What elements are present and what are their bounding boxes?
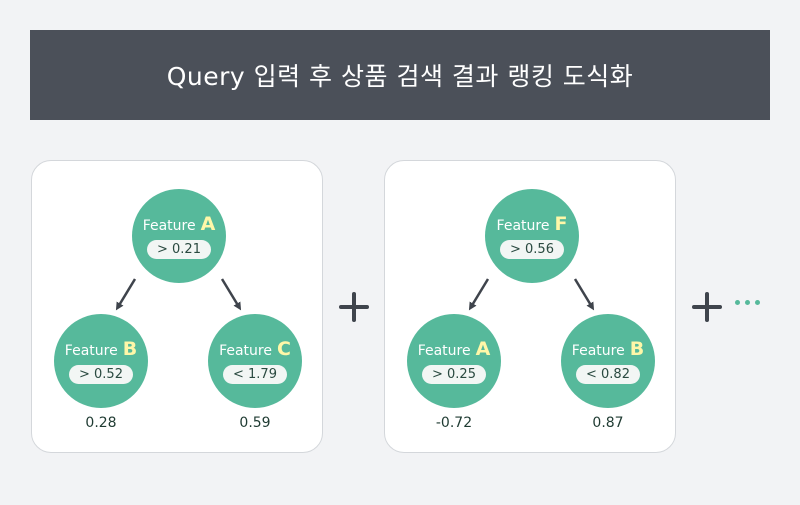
node-feature-letter: C [276, 338, 291, 360]
tree-1-right-node: Feature C < 1.79 [208, 314, 302, 408]
tree-1-right-leaf-value: 0.59 [239, 415, 271, 431]
node-feature-letter: B [122, 338, 138, 360]
plus-icon [692, 292, 722, 322]
node-feature-letter: A [475, 338, 491, 360]
node-feature-letter: B [629, 338, 645, 360]
tree-1-left-leaf-value: 0.28 [85, 415, 117, 431]
header-banner: Query 입력 후 상품 검색 결과 랭킹 도식화 [30, 30, 770, 120]
plus-icon [339, 292, 369, 322]
tree-2-root-node: Feature F > 0.56 [485, 189, 579, 283]
node-condition: > 0.56 [500, 240, 564, 259]
node-label: Feature [417, 343, 471, 359]
ellipsis-dot [745, 300, 750, 305]
node-feature-letter: F [554, 213, 568, 235]
tree-2-left-node: Feature A > 0.25 [407, 314, 501, 408]
ellipsis-dot [735, 300, 740, 305]
arrow-right-2 [573, 278, 595, 311]
tree-card-2: Feature F > 0.56 Feature A > 0.25 Featur… [384, 160, 676, 453]
tree-2-right-node: Feature B < 0.82 [561, 314, 655, 408]
node-label: Feature [219, 343, 272, 359]
node-label: Feature [496, 218, 550, 234]
arrow-left-2 [468, 278, 490, 311]
arrow-left-1 [115, 278, 137, 311]
ellipsis-icon [735, 300, 760, 305]
node-condition: < 0.82 [576, 365, 640, 384]
node-condition: > 0.52 [69, 365, 133, 384]
tree-2-left-leaf-value: -0.72 [435, 415, 473, 431]
tree-1-root-node: Feature A > 0.21 [132, 189, 226, 283]
page-title: Query 입력 후 상품 검색 결과 랭킹 도식화 [166, 62, 634, 91]
node-condition: > 0.25 [422, 365, 486, 384]
node-label: Feature [142, 218, 196, 234]
tree-2-right-leaf-value: 0.87 [592, 415, 624, 431]
tree-card-1: Feature A > 0.21 Feature B > 0.52 Featur… [31, 160, 323, 453]
tree-1-left-node: Feature B > 0.52 [54, 314, 148, 408]
node-label: Feature [64, 343, 118, 359]
node-condition: < 1.79 [223, 365, 287, 384]
ellipsis-dot [755, 300, 760, 305]
arrow-right-1 [220, 278, 242, 311]
node-condition: > 0.21 [147, 240, 211, 259]
node-label: Feature [571, 343, 625, 359]
node-feature-letter: A [200, 213, 216, 235]
